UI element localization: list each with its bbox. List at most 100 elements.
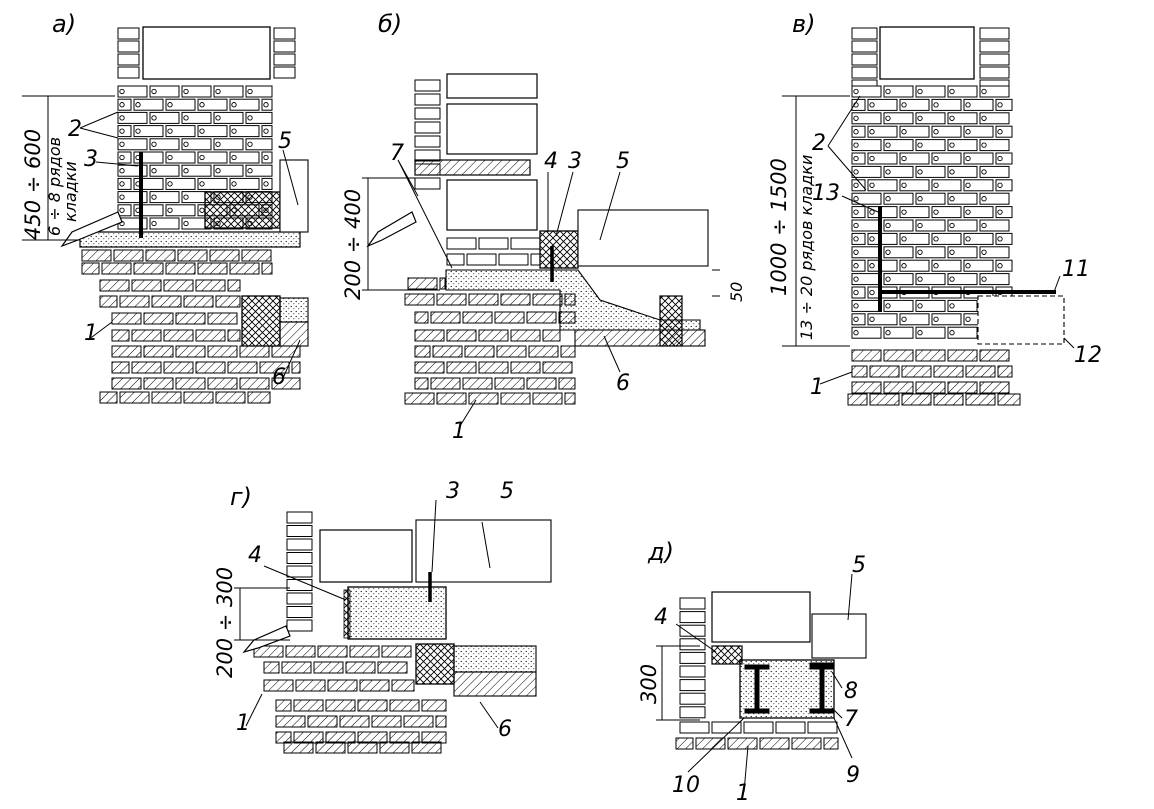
panel-v-callout: 12 <box>1074 343 1102 368</box>
brick-void <box>869 316 875 322</box>
brick-hatched <box>851 365 868 378</box>
brick-hatched <box>496 345 527 358</box>
brick-void <box>167 102 173 108</box>
brick-hatched <box>175 312 206 325</box>
brick-hatched <box>558 377 576 390</box>
brick-void <box>215 88 221 95</box>
brick <box>273 66 296 79</box>
brick-hatched <box>111 312 142 325</box>
brick <box>229 177 260 190</box>
brick-void <box>183 115 189 121</box>
brick-hatched <box>847 393 868 406</box>
brick <box>117 85 148 98</box>
brick <box>273 27 296 40</box>
brick <box>165 151 196 164</box>
brick-hatched <box>111 345 142 358</box>
brick <box>867 152 898 165</box>
brick-void <box>869 289 875 296</box>
brick-void <box>949 330 955 336</box>
brick-void <box>869 263 875 269</box>
panel-g-callout: 6 <box>498 717 512 742</box>
panel-a-dim-main: 450 ÷ 600 <box>21 129 45 240</box>
panel-b-letter: б) <box>378 10 402 38</box>
brick-hatched <box>414 311 429 324</box>
brick <box>947 326 978 339</box>
brick-hatched <box>560 345 576 358</box>
brick-hatched <box>131 279 162 292</box>
brick-void <box>263 154 269 161</box>
panel-b-window <box>446 103 538 155</box>
panel-d-slab <box>811 613 867 659</box>
brick <box>915 219 946 232</box>
brick-hatched <box>528 345 559 358</box>
brick-hatched <box>145 249 176 262</box>
brick <box>245 164 273 177</box>
brick-hatched <box>965 365 996 378</box>
panel-a-letter: а) <box>52 10 76 38</box>
brick <box>947 85 978 98</box>
brick-hatched <box>478 361 509 374</box>
brick-void <box>215 115 221 121</box>
brick-void <box>965 316 971 322</box>
brick <box>915 112 946 125</box>
brick-void <box>949 115 955 121</box>
brick <box>915 139 946 152</box>
brick-hatched <box>446 329 477 342</box>
brick-hatched <box>111 377 142 390</box>
brick-hatched <box>359 679 390 692</box>
brick <box>197 151 228 164</box>
brick-void <box>981 169 987 175</box>
brick <box>931 125 962 138</box>
brick-hatched <box>327 679 358 692</box>
brick <box>213 138 244 151</box>
brick-hatched <box>315 741 346 754</box>
brick-void <box>917 276 923 282</box>
panel-v: в) 1000 ÷ 1500 13 ÷ 20 рядов кладки 2 13… <box>767 10 1102 406</box>
brick-hatched <box>901 393 932 406</box>
brick-hatched <box>275 699 292 712</box>
panel-g-insulation <box>415 643 455 685</box>
brick-hatched <box>791 737 822 750</box>
brick-hatched <box>997 393 1021 406</box>
brick <box>963 206 994 219</box>
panel-d-callout: 8 <box>844 679 858 704</box>
panel-d-dim-main: 300 <box>637 664 661 704</box>
brick-void <box>933 102 939 108</box>
brick-void <box>215 168 221 174</box>
brick-void <box>885 222 891 229</box>
brick <box>165 177 196 190</box>
brick <box>286 552 313 564</box>
panel-a-slab <box>279 321 309 347</box>
brick-hatched <box>207 377 238 390</box>
brick-hatched <box>494 311 525 324</box>
panel-v-dim-main: 1000 ÷ 1500 <box>767 158 791 296</box>
brick-void <box>199 102 205 108</box>
brick <box>947 139 978 152</box>
brick-void <box>119 88 125 95</box>
brick-hatched <box>947 349 978 362</box>
brick-hatched <box>357 731 388 744</box>
brick-void <box>965 155 971 162</box>
brick <box>165 125 196 138</box>
brick <box>867 259 898 272</box>
brick-hatched <box>468 392 499 405</box>
brick <box>414 149 441 162</box>
brick-void <box>933 236 939 242</box>
panel-g-callout: 5 <box>500 479 514 504</box>
brick <box>117 53 140 66</box>
brick <box>851 112 882 125</box>
brick <box>286 606 313 618</box>
brick-hatched <box>239 377 270 390</box>
brick-void <box>231 128 237 134</box>
panel-a-callout: 2 <box>68 117 82 142</box>
brick <box>979 246 1010 259</box>
brick-hatched <box>462 377 493 390</box>
brick <box>979 85 1010 98</box>
brick <box>851 139 882 152</box>
brick-void <box>917 115 923 121</box>
brick <box>883 246 914 259</box>
panel-a-callout: 1 <box>84 321 98 346</box>
brick <box>995 152 1013 165</box>
panel-g-floor-fill <box>453 645 537 673</box>
panel-a-dim-rows: 6 ÷ 8 рядов <box>45 137 64 236</box>
